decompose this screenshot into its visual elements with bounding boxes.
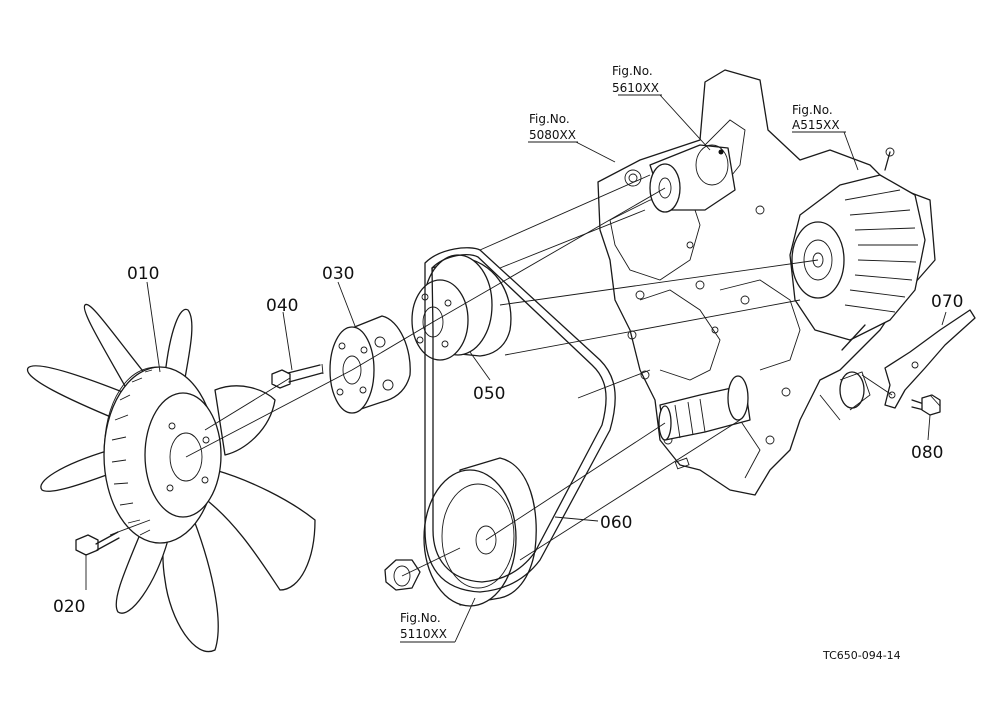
fan-spacer-030 bbox=[329, 315, 411, 414]
bolt-040 bbox=[271, 363, 324, 389]
part-number-030: 030 bbox=[322, 264, 354, 284]
leader-lines bbox=[85, 94, 947, 643]
drawing-code: TC650-094-14 bbox=[822, 649, 901, 662]
part-number-080: 080 bbox=[911, 443, 943, 463]
fig-ref-code-5080: 5080XX bbox=[529, 128, 576, 142]
water-pump-pulley-050 bbox=[411, 254, 512, 361]
alternator bbox=[789, 147, 926, 411]
fig-ref-code-a515: A515XX bbox=[792, 118, 840, 132]
crank-nut bbox=[384, 559, 421, 591]
water-pump bbox=[649, 144, 736, 213]
bolt-080 bbox=[911, 394, 941, 416]
bracket-070 bbox=[884, 309, 976, 409]
part-number-010: 010 bbox=[127, 264, 159, 284]
fig-ref-label-5610: Fig.No. bbox=[612, 64, 653, 78]
fig-ref-code-5610: 5610XX bbox=[612, 81, 659, 95]
fig-ref-label-a515: Fig.No. bbox=[792, 103, 833, 117]
fig-ref-label-5110: Fig.No. bbox=[400, 611, 441, 625]
part-number-060: 060 bbox=[600, 513, 632, 533]
part-number-040: 040 bbox=[266, 296, 298, 316]
part-number-050: 050 bbox=[473, 384, 505, 404]
part-number-070: 070 bbox=[931, 292, 963, 312]
v-belt-060 bbox=[424, 247, 616, 593]
bolt-020 bbox=[75, 531, 120, 556]
part-number-020: 020 bbox=[53, 597, 85, 617]
cooling-fan bbox=[27, 303, 316, 653]
crank-pulley bbox=[423, 457, 537, 607]
fig-ref-label-5080: Fig.No. bbox=[529, 112, 570, 126]
assembly-centerlines bbox=[109, 174, 941, 577]
fig-ref-code-5110: 5110XX bbox=[400, 627, 447, 641]
